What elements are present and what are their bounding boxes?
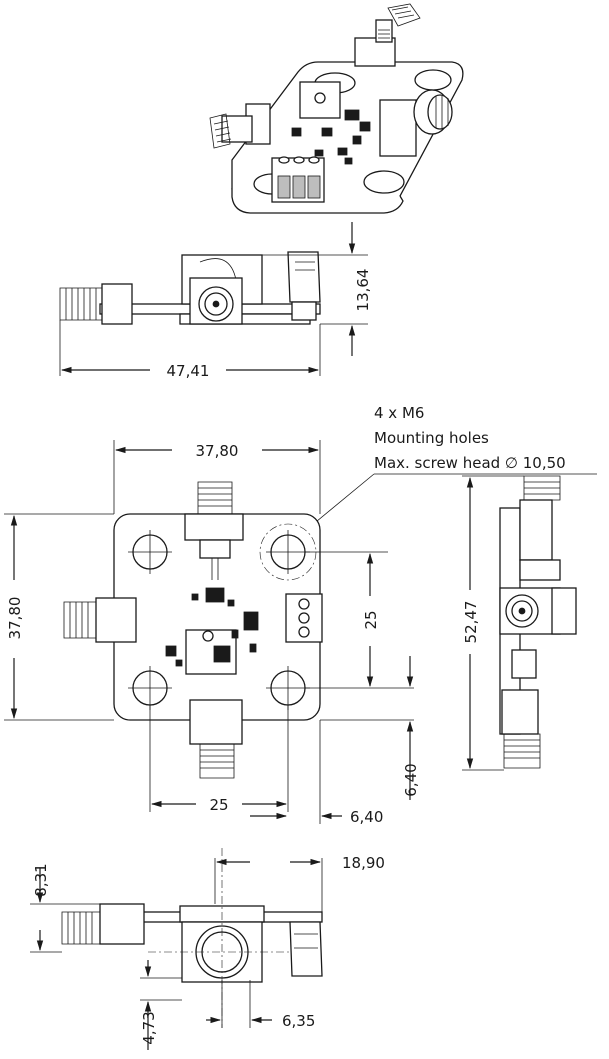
dim-top-width: 37,80 (196, 442, 239, 460)
dim-edge-offset-v: 6,40 (402, 763, 420, 796)
dim-side-height: 13,64 (354, 269, 372, 312)
mounting-hole (128, 530, 172, 574)
isometric-view (209, 3, 464, 214)
dim-edge-offset-h: 6,40 (350, 808, 383, 826)
note-line-3: Max. screw head ∅ 10,50 (374, 454, 566, 472)
dim-hole-spacing-h: 25 (209, 796, 228, 814)
dim-side-width: 47,41 (167, 362, 210, 380)
dim-right-height: 52,47 (462, 601, 480, 644)
side-view: 13,64 47,41 (59, 222, 372, 380)
dim-top-height: 37,80 (6, 597, 24, 640)
note-line-2: Mounting holes (374, 429, 489, 447)
dim-front-offset-v: 4,73 (140, 1011, 158, 1044)
right-view: 52,47 (462, 475, 577, 771)
dim-hole-spacing-v: 25 (362, 610, 380, 629)
front-view: 18,90 8,31 4,73 6,35 (30, 848, 385, 1050)
dim-front-width: 18,90 (342, 854, 385, 872)
dim-front-offset-h: 6,35 (282, 1012, 315, 1030)
top-view: 37,80 37,80 25 6,40 25 6,40 (4, 440, 420, 826)
dim-front-height: 8,31 (32, 863, 50, 896)
mounting-note: 4 x M6 Mounting holes Max. screw head ∅ … (287, 404, 597, 546)
note-line-1: 4 x M6 (374, 404, 424, 422)
